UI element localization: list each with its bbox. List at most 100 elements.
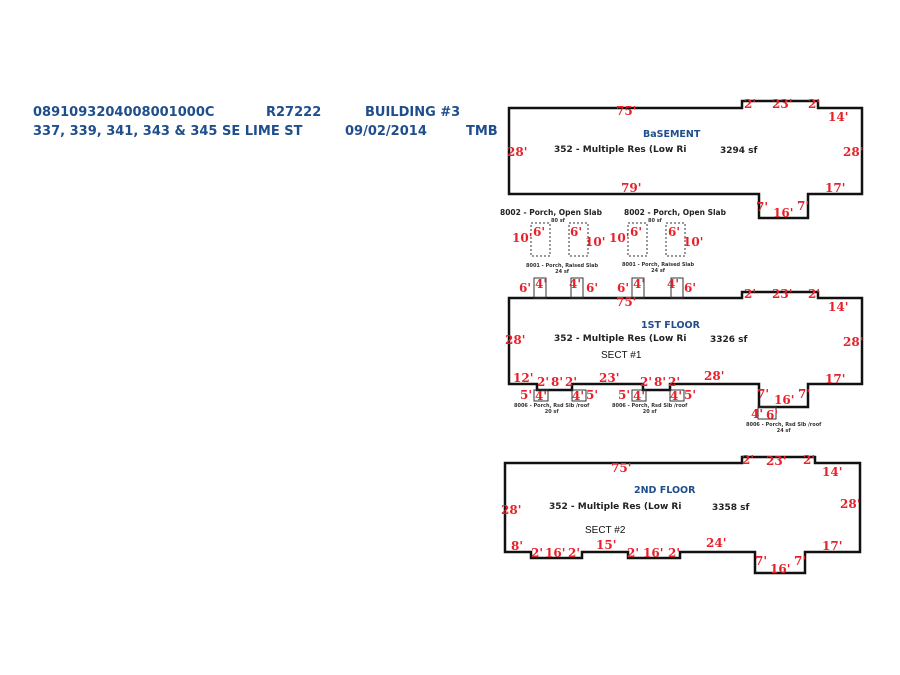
- roof-porch-4: [669, 389, 685, 402]
- first-floor-outline: [507, 290, 864, 409]
- first-floor-use: 352 - Multiple Res (Low Ri: [554, 334, 687, 344]
- dim-label: 6': [617, 281, 630, 295]
- raised-porch-2: [570, 277, 584, 299]
- dim-label: 2': [531, 546, 544, 560]
- building-number: BUILDING #3: [365, 105, 461, 120]
- open-porch-2: [568, 222, 589, 257]
- dim-label: 2': [808, 97, 821, 111]
- raised-porch-area: 24 sf: [555, 268, 569, 275]
- dim-label: 79': [621, 181, 642, 195]
- roof-porch-3: [631, 389, 647, 402]
- roof-porch-label-text: 8006 - Porch, Rsd Slb /roof: [746, 422, 822, 428]
- dim-label: 7': [755, 554, 768, 568]
- dim-label: 2': [565, 375, 578, 389]
- dim-label: 23': [772, 97, 793, 111]
- dim-label: 75': [616, 295, 637, 309]
- dim-label: 75': [616, 104, 637, 118]
- dim-label: 28': [501, 503, 522, 517]
- dim-label: 6': [533, 225, 546, 239]
- dim-label: 6': [586, 281, 599, 295]
- dim-label: 6': [668, 225, 681, 239]
- open-porch-area: 80 sf: [648, 218, 662, 224]
- dim-label: 5': [520, 388, 533, 402]
- parcel-number: 0891093204008001000C: [33, 105, 215, 120]
- dim-label: 8': [511, 539, 524, 553]
- sketch-date: 09/02/2014: [345, 124, 427, 139]
- account-number: R27222: [266, 105, 322, 120]
- open-porch-3: [627, 222, 648, 257]
- dim-label: 5': [684, 388, 697, 402]
- raised-porch-label-text: 8001 - Porch, Raised Slab: [526, 263, 599, 269]
- raised-porch-label-text: 8001 - Porch, Raised Slab: [622, 262, 695, 268]
- dim-label: 28': [843, 335, 864, 349]
- dim-label: 6': [684, 281, 697, 295]
- dim-label: 10': [585, 235, 606, 249]
- dim-label: 4': [535, 277, 548, 291]
- appraiser-initials: TMB: [466, 124, 498, 139]
- dim-label: 6': [630, 225, 643, 239]
- dim-label: 23': [766, 454, 787, 468]
- dim-label: 4': [572, 389, 585, 403]
- second-floor-section: SECT #2: [585, 525, 626, 536]
- dim-label: 28': [704, 369, 725, 383]
- dim-label: 28': [843, 145, 864, 159]
- basement-use: 352 - Multiple Res (Low Ri: [554, 145, 687, 155]
- dim-label: 7': [756, 200, 769, 214]
- open-porch-4: [665, 222, 686, 257]
- dim-label: 28': [840, 497, 861, 511]
- dim-label: 2': [668, 375, 681, 389]
- dim-label: 17': [825, 372, 846, 386]
- dim-label: 2': [568, 546, 581, 560]
- open-porch-label: 8002 - Porch, Open Slab: [500, 208, 602, 217]
- second-floor-outline: [503, 455, 862, 575]
- dim-label: 4': [535, 389, 548, 403]
- dim-label: 2': [537, 375, 550, 389]
- roof-porch-1: [533, 389, 549, 402]
- dim-label: 7': [798, 387, 811, 401]
- dim-label: 7': [797, 199, 810, 213]
- raised-porch-1: [533, 277, 547, 299]
- dim-label: 2': [742, 453, 755, 467]
- dim-label: 2': [668, 546, 681, 560]
- dim-label: 16': [643, 546, 664, 560]
- roof-porch-area: 24 sf: [776, 427, 791, 434]
- dim-label: 7': [794, 554, 807, 568]
- dim-label: 2': [744, 287, 757, 301]
- dim-label: 6': [766, 408, 779, 422]
- dim-label: 2': [627, 546, 640, 560]
- open-porch-area: 80 sf: [551, 218, 565, 224]
- address: 337, 339, 341, 343 & 345 SE LIME ST: [33, 124, 303, 139]
- dim-label: 4': [667, 277, 680, 291]
- dim-label: 16': [770, 562, 791, 576]
- first-floor-section: SECT #1: [601, 350, 642, 361]
- dim-label: 17': [825, 181, 846, 195]
- dim-label: 2': [808, 287, 821, 301]
- dim-label: 10': [609, 231, 630, 245]
- dim-label: 6': [519, 281, 532, 295]
- raised-porch-4: [670, 277, 684, 299]
- dim-label: 4': [633, 389, 646, 403]
- open-porch-label: 8002 - Porch, Open Slab: [624, 208, 726, 217]
- dim-label: 15': [596, 538, 617, 552]
- dim-label: 16': [773, 206, 794, 220]
- dim-label: 2': [803, 453, 816, 467]
- dim-label: 75': [611, 461, 632, 475]
- roof-porch-label-text: 8006 - Porch, Rsd Slb /roof: [612, 403, 688, 409]
- dim-label: 17': [822, 539, 843, 553]
- dim-label: 23': [772, 287, 793, 301]
- dim-label: 4': [633, 277, 646, 291]
- dim-label: 2': [640, 375, 653, 389]
- dim-label: 14': [828, 110, 849, 124]
- dim-label: 14': [828, 300, 849, 314]
- roof-porch-5: [757, 406, 777, 420]
- dim-label: 28': [507, 145, 528, 159]
- dim-label: 14': [822, 465, 843, 479]
- dim-label: 5': [586, 388, 599, 402]
- raised-porch-3: [631, 277, 645, 299]
